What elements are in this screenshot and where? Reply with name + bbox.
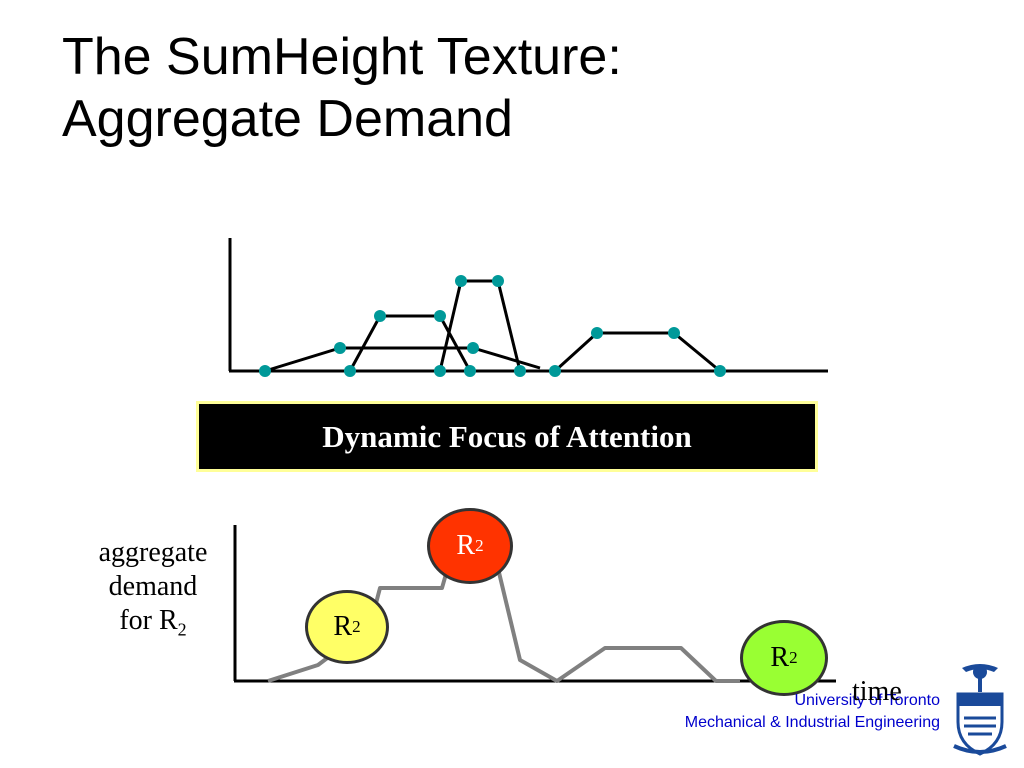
dot	[434, 365, 446, 377]
dot	[464, 365, 476, 377]
demand-trapezoid-3	[438, 279, 522, 372]
slide-title: The SumHeight Texture: Aggregate Demand	[62, 26, 962, 150]
dot	[374, 310, 386, 322]
marker-letter: R	[770, 642, 790, 673]
footer-affiliation: University of Toronto Mechanical & Indus…	[685, 690, 940, 734]
x-axis-label: time	[852, 676, 902, 707]
ylabel-line-1: aggregate	[98, 537, 208, 568]
marker-letter: R	[333, 611, 353, 642]
dot	[434, 310, 446, 322]
footer-university: University of Toronto	[794, 692, 940, 709]
demand-trapezoid-4	[553, 331, 721, 373]
title-line-2: Aggregate Demand	[62, 90, 513, 148]
banner-text: Dynamic Focus of Attention	[322, 418, 692, 454]
dot	[514, 365, 526, 377]
dot	[455, 275, 467, 287]
footer-department: Mechanical & Industrial Engineering	[684, 714, 940, 731]
dot	[259, 365, 271, 377]
focus-banner: Dynamic Focus of Attention	[196, 401, 818, 472]
ylabel-line-2: demand	[108, 571, 198, 602]
ylabel-line-3-text: for R	[119, 605, 178, 636]
dot	[714, 365, 726, 377]
demand-trapezoid-2	[348, 314, 472, 372]
ylabel-line-3: for R2	[78, 604, 228, 647]
marker-subscript: 2	[789, 648, 798, 667]
title-line-1: The SumHeight Texture:	[62, 28, 622, 86]
upper-dots	[259, 275, 726, 377]
ylabel-subscript: 2	[177, 619, 187, 640]
dot	[668, 327, 680, 339]
dot	[344, 365, 356, 377]
dot	[591, 327, 603, 339]
marker-subscript: 2	[352, 617, 361, 636]
dot	[492, 275, 504, 287]
dot	[467, 342, 479, 354]
dot	[334, 342, 346, 354]
marker-subscript: 2	[475, 536, 484, 555]
demand-trapezoid-1	[264, 346, 541, 373]
university-crest-icon	[953, 664, 1007, 756]
marker-letter: R	[456, 530, 476, 561]
y-axis-label: aggregate demand for R2	[78, 536, 228, 647]
dot	[549, 365, 561, 377]
